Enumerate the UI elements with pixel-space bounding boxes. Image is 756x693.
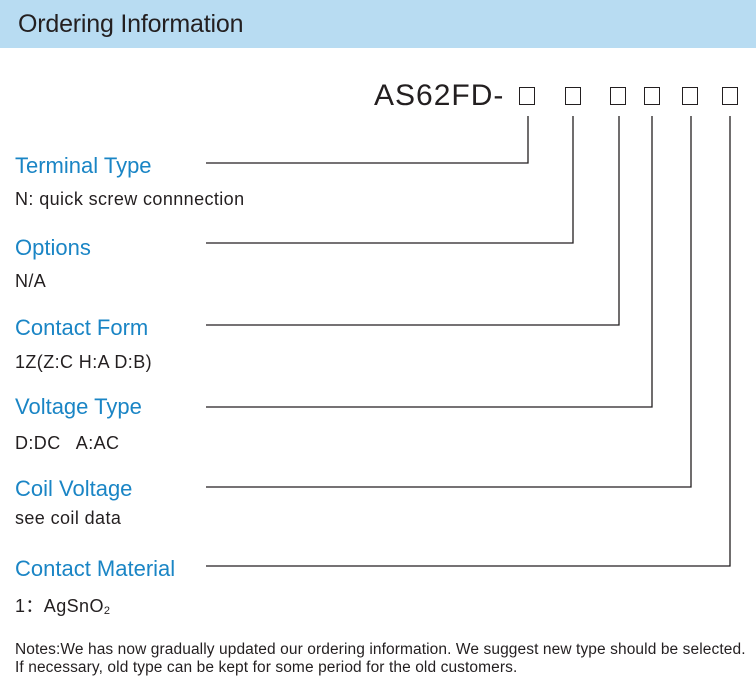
label-contact-material: Contact Material [15, 556, 180, 582]
leader-line-options [206, 116, 574, 244]
value-contact-material: 1：AgSnO2 [15, 592, 110, 618]
notes-text: Notes:We has now gradually updated our o… [15, 641, 746, 676]
value-voltage-type: D:DC A:AC [15, 433, 120, 453]
label-coil-voltage: Coil Voltage [15, 476, 137, 502]
value-contact-material-subscript: 2 [103, 605, 111, 617]
leader-line-contact-form [206, 116, 620, 326]
code-box-terminal-type [519, 87, 535, 105]
leader-line-contact-material [206, 116, 731, 567]
leader-line-coil-voltage [206, 116, 692, 488]
code-box-voltage-type [644, 87, 660, 105]
code-box-contact-form [610, 87, 626, 105]
label-options: Options [15, 235, 95, 261]
code-box-options [565, 87, 581, 105]
leader-line-terminal-type [206, 116, 529, 164]
code-box-contact-material [722, 87, 738, 105]
value-coil-voltage: see coil data [15, 508, 122, 528]
value-terminal-type: N: quick screw connnection [15, 189, 245, 209]
value-contact-material-main: 1：AgSnO [15, 596, 104, 616]
header-bar: Ordering Information [0, 0, 756, 48]
label-voltage-type: Voltage Type [15, 394, 146, 420]
leader-line-voltage-type [206, 116, 653, 408]
label-contact-form: Contact Form [15, 315, 153, 341]
model-code-prefix: AS62FD- [374, 79, 505, 112]
label-terminal-type: Terminal Type [15, 153, 156, 179]
code-box-coil-voltage [682, 87, 698, 105]
page-title: Ordering Information [18, 10, 244, 38]
value-options: N/A [15, 271, 47, 291]
value-contact-form: 1Z(Z:C H:A D:B) [15, 352, 153, 372]
